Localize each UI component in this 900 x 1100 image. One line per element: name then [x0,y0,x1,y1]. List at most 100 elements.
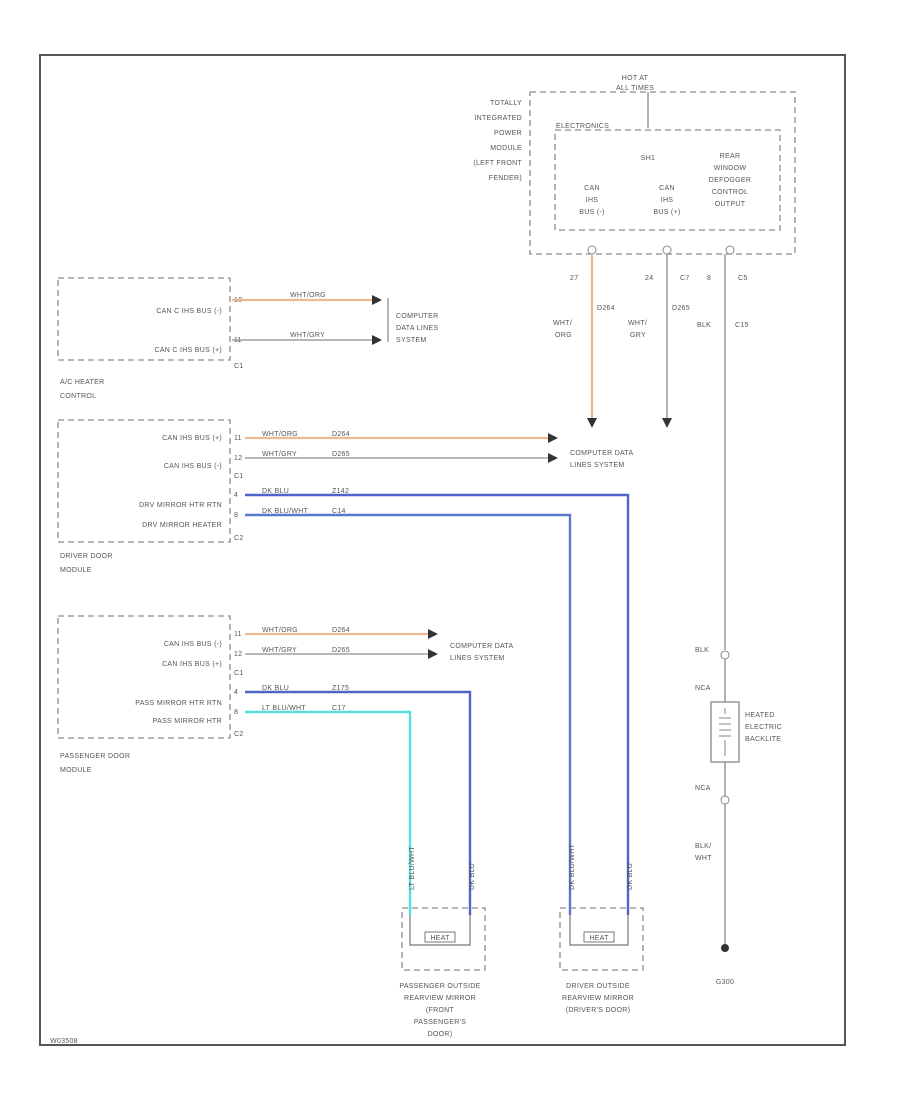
pass-name-1: PASSENGER DOOR [60,753,130,760]
pass-mirror-name-3: (FRONT [426,1007,455,1014]
pin-c7-label: C7 [680,275,690,282]
pass-can-conn: C1 [234,670,244,677]
can-plus-label-2: IHS [661,197,674,204]
ac-arrow-2 [372,335,382,345]
pass-wire-4-color: LT BLU/WHT [262,705,306,712]
pass-pin-11: 11 [234,631,242,638]
tipm-sh-label: SH1 [641,155,656,162]
drv-wire-2-color: WHT/GRY [262,451,297,458]
pass-wire-2-circuit: D265 [332,647,350,654]
drv-pin-8-label: DRV MIRROR HEATER [142,522,222,529]
d265-circuit: D265 [672,305,690,312]
pass-dest-2: LINES SYSTEM [450,655,505,662]
tipm-pin-24 [662,245,672,255]
d264-circuit: D264 [597,305,615,312]
can-minus-label-1: CAN [584,185,600,192]
tipm-name-2: INTEGRATED [474,115,522,122]
drv-pin-12: 12 [234,455,242,462]
tipm-name-4: MODULE [490,145,522,152]
backlite-bottom-wire-1: BLK/ [695,843,711,850]
d264-color-2: ORG [555,332,572,339]
pin-c5-label: C5 [738,275,748,282]
backlite-grid-icon [719,708,731,756]
backlite-bottom-wire-2: WHT [695,855,712,862]
pass-dest-1: COMPUTER DATA [450,643,514,650]
drv-pin-4: 4 [234,492,238,499]
ac-wire-2-color: WHT/GRY [290,332,325,339]
pass-arrow-2 [428,649,438,659]
ac-dest-1: COMPUTER [396,313,438,320]
pass-mirror-heat-label: HEAT [430,935,450,942]
drv-name-1: DRIVER DOOR [60,553,113,560]
pass-mirror-box [401,907,486,971]
can-minus-label-2: IHS [586,197,599,204]
drv-pin-4-label: DRV MIRROR HTR RTN [139,502,222,509]
drv-dest-1: COMPUTER DATA [570,450,634,457]
pass-mirror-name-5: DOOR) [428,1031,453,1038]
ac-name-2: CONTROL [60,393,96,400]
backlite-name-1: HEATED [745,712,775,719]
tipm-pin-c5 [725,245,735,255]
tipm-inner-box [554,129,781,231]
drv-mirror-heater-icon [583,931,615,943]
defog-label-3: DEFOGGER [709,177,751,184]
pass-pin-4: 4 [234,689,238,696]
pass-pin-8: 8 [234,709,238,716]
backlite-nca-bottom: NCA [695,785,711,792]
drv-wire-1-circuit: D264 [332,431,350,438]
drv-wire-1-color: WHT/ORG [262,431,298,438]
can-plus-label-3: BUS (+) [653,209,680,216]
c15-circuit: C15 [735,322,749,329]
drv-wire-2-circuit: D265 [332,451,350,458]
driver-door-module: CAN IHS BUS (+) CAN IHS BUS (-) DRV MIRR… [57,419,634,915]
pass-mirror-element [409,915,471,946]
drv-mirror-conn: C2 [234,535,244,542]
backlite-nca-top: NCA [695,685,711,692]
drv-mirror-wire-2: DK BLU [627,863,634,890]
ac-name-1: A/C HEATER [60,379,105,386]
pass-mirror-name-1: PASSENGER OUTSIDE [399,983,480,990]
d264-color-1: WHT/ [553,320,572,327]
driver-mirror: DK BLU/WHT DK BLU HEAT DRIVER OUTSIDE RE… [559,843,644,1014]
can-minus-label-3: BUS (-) [579,209,604,216]
c15-color: BLK [697,322,711,329]
ac-dest-3: SYSTEM [396,337,427,344]
drv-arrow-1 [548,433,558,443]
defog-label-2: WINDOW [714,165,747,172]
ac-pin-10-label: CAN C IHS BUS (-) [156,308,222,315]
drv-name-2: MODULE [60,567,92,574]
arrow-d264-down [587,418,597,428]
tipm-name-5: (LEFT FRONT [473,160,522,167]
pass-mirror-name-2: REARVIEW MIRROR [404,995,476,1002]
driver-door-box [57,419,231,543]
drv-wire-3-circuit: Z142 [332,488,349,495]
pass-mirror-name-4: PASSENGER'S [414,1019,466,1026]
drv-mirror-element [569,915,629,946]
ac-arrow-1 [372,295,382,305]
backlite-name-3: BACKLITE [745,736,781,743]
pass-pin-4-label: PASS MIRROR HTR RTN [135,700,222,707]
backlite-top-wire: BLK [695,647,709,654]
pass-mirror-conn: C2 [234,731,244,738]
arrow-d265-down [662,418,672,428]
tipm-name-1: TOTALLY [490,100,522,107]
d265-color-2: GRY [630,332,646,339]
drv-pin-12-label: CAN IHS BUS (-) [164,463,222,470]
pass-pin-11-label: CAN IHS BUS (-) [164,641,222,648]
pass-pin-12: 12 [234,651,242,658]
pin-24-label: 24 [645,275,653,282]
drv-mirror-name-1: DRIVER OUTSIDE [566,983,630,990]
pin-8-label: 8 [707,275,711,282]
tipm-name-3: POWER [494,130,522,137]
diagram-frame [39,54,846,1046]
pass-wire-1-circuit: D264 [332,627,350,634]
drv-mirror-name-2: REARVIEW MIRROR [562,995,634,1002]
defog-label-4: CONTROL [712,189,748,196]
drv-wire-3-color: DK BLU [262,488,289,495]
drv-pin-11-label: CAN IHS BUS (+) [162,435,222,442]
d265-color-1: WHT/ [628,320,647,327]
can-plus-label-1: CAN [659,185,675,192]
ground-icon [721,944,729,952]
passenger-mirror: LT BLU/WHT DK BLU HEAT PASSENGER OUTSIDE… [399,846,486,1038]
